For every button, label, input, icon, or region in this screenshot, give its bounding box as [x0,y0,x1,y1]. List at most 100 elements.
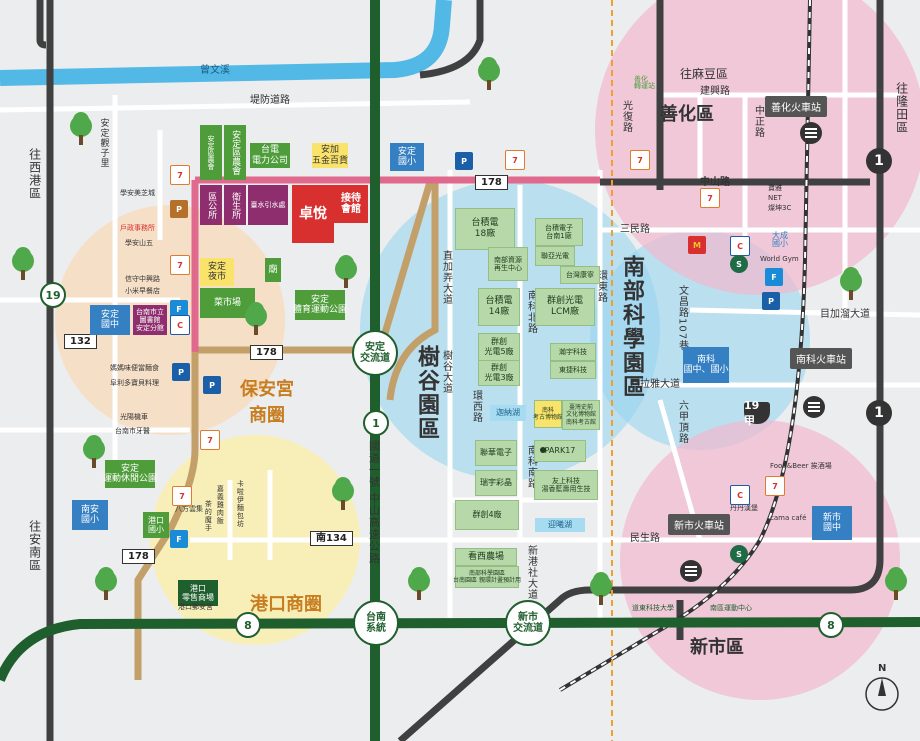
poi-h: 光陽機車 [120,413,148,421]
parking-icon: P [172,363,190,381]
landmark-dacheng: 大成 國小 [772,231,788,248]
station-nanke: 南科火車站 [790,348,852,369]
pxmart-icon: P [170,200,188,218]
poi-e: 戶政事務所 [120,224,155,232]
poi-v: 南區運動中心 [710,604,752,612]
interchange-tainan-sys: 台南 系統 [353,600,399,646]
tile-museum: 臺灣史前 文化博物館 南科考古館 [562,400,600,430]
route-8-west: 8 [235,612,261,638]
tile-innolux3: 群創 光電3廠 [478,360,520,386]
poi-j: 卡啦伊麵包坊 [236,480,245,528]
parking-icon: P [203,376,221,394]
tree-icon [885,570,907,600]
label-zengwen: 曾文溪 [200,65,230,76]
direction-xigang: 往西港區 [27,148,42,200]
tree-icon [478,60,500,90]
tree-icon [70,115,92,145]
tile-resource: 南部資源 再生中心 [488,247,528,281]
district-gangkou: 港口商圈 [250,594,322,615]
district-xinshi: 新市區 [690,637,744,658]
poi-g: 阜利多寶貝料理 [110,379,159,387]
landmark-health: 衛生所 [224,185,246,225]
district-shugu: 樹谷園區 [414,345,439,441]
highway-8 [0,617,920,682]
route-19: 19 [40,282,66,308]
poi-p: cama café [770,514,807,522]
tree-icon [83,438,105,468]
route-132: 132 [64,334,97,349]
poi-m: 八方雲集 [175,505,203,513]
parking-icon: P [455,152,473,170]
landmark-water: 臺水引水處 [248,185,288,225]
tile-corning: 台灣康寧 [560,266,600,284]
interchange-anding: 安定 交流道 [352,330,398,376]
poi-i: 台南市牙醫 [115,427,150,435]
interchange-xinshi: 新市 交流道 [505,600,551,646]
tile-kanxi-farm: 看西農場 [455,548,517,566]
starbucks-icon: S [730,545,748,563]
route-178-south: 178 [122,549,155,564]
label-jianye: 建興路 [700,86,730,97]
district-baoan: 保安宮 商圈 [240,379,294,426]
label-xingang-she: 新港社大道 [525,545,537,600]
district-nanke: 南部科學園區 [619,255,644,399]
poi-d: 小米早餐店 [125,287,160,295]
route-178-north: 178 [475,175,508,190]
direction-annan: 往安南區 [27,520,42,572]
tile-innolux5: 群創 光電5廠 [478,333,520,361]
label-minsheng: 民生路 [630,533,660,544]
poi-a: 學安美芝城 [120,189,155,197]
tile-youshang: 友上科技 湯香藍壽用生技 [534,470,598,500]
route-1-highway: 1 [363,410,389,436]
railway-dash [559,0,811,691]
tile-lianya: 聯亞光電 [535,246,575,266]
tile-hanyu: 瀚宇科技 [550,343,596,361]
zone-xinshi [620,420,900,700]
pink-roads [191,176,600,352]
tree-icon [332,480,354,510]
label-huandong: 環東路 [595,270,607,303]
poi-b: 學安山五 [125,239,153,247]
landmark-hardware: 安加 五金百貨 [312,143,348,168]
tile-innolux-lcm: 群創光電 LCM廠 [535,288,595,326]
label-xilaya: 西拉雅大道 [630,379,680,390]
landmark-anding-farmer: 安定區農會 [224,125,246,180]
poi-f: 媽媽味便當麵食 [110,364,159,372]
tile-tsmc-tainan1: 台積電子 台南1廠 [535,218,583,246]
tile-park17: PARK17 [534,440,586,462]
poi-k: 嘉義雞肉飯 [216,485,225,525]
tile-umc: 聯華電子 [475,440,517,466]
landmark-district-office: 區公所 [200,185,222,225]
carrefour-icon: C [170,315,190,335]
tile-nanke-plan: 南部科學園區 台南園區 親環計畫預計用 [453,566,521,588]
tree-icon [95,570,117,600]
label-guangfu: 光復路 [620,100,632,133]
direction-longtian: 往隆田區 [894,82,909,134]
carrefour-icon: C [730,236,750,256]
lake-jiana: 迦納湖 [490,405,526,421]
poi-l: 茶的魔手 [204,500,213,532]
poi-r: NET [768,194,782,202]
label-nanke-nan: 南科南路 [525,445,537,489]
landmark-port-school: 港口 國小 [143,512,169,538]
tree-icon [590,575,612,605]
label-national1: 國道一號 中山高速公路 [367,440,381,565]
poi-u: 道東科技大學 [632,604,674,612]
seven-eleven-icon: 7 [765,476,785,496]
tile-museum-small: 南科 考古博物館 [533,400,563,428]
poi-t: 燦坤3C [768,204,792,212]
landmark-sports-park: 安定 體育運動公園 [293,290,347,320]
landmark-retail: 港口 零售商場 [178,580,218,606]
label-zhongzheng: 中正路 [752,105,764,138]
park17-dot [540,447,546,453]
seven-eleven-icon: 7 [505,150,525,170]
label-shugu-dadao: 樹谷大道 [440,350,452,394]
tree-icon [245,305,267,335]
seven-eleven-icon: 7 [200,430,220,450]
landmark-power: 台電 電力公司 [250,143,290,168]
parking-icon: P [762,292,780,310]
train-station-icon [680,560,702,582]
tree-icon [12,250,34,280]
label-huanxi: 環西路 [470,390,482,423]
